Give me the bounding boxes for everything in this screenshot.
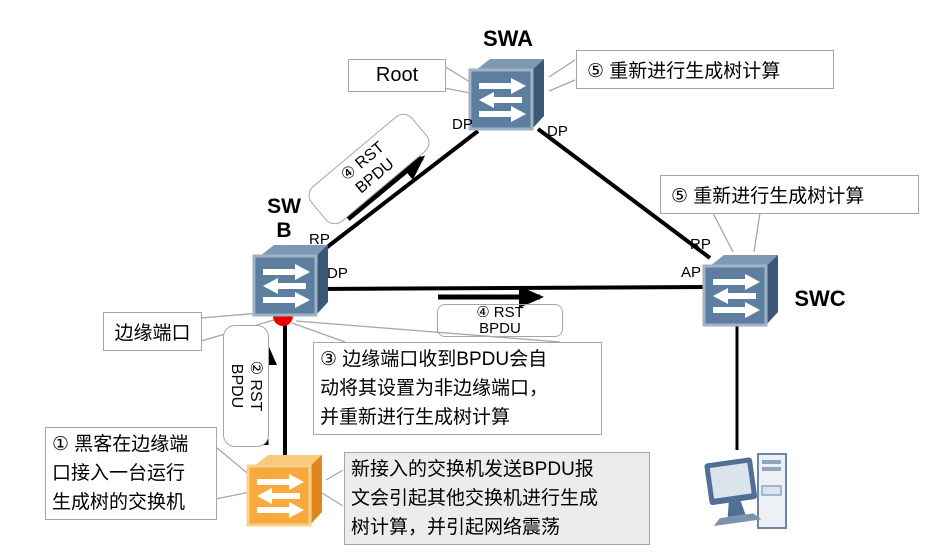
link-swa-swc (536, 127, 712, 260)
callout-line (325, 469, 344, 481)
swb-port-rp: RP (309, 231, 330, 248)
link-swa-swb (320, 129, 480, 253)
callout-line (210, 491, 251, 501)
callout-line (548, 59, 576, 78)
swc-port-ap: AP (681, 264, 702, 281)
swc-switch-icon (700, 250, 784, 330)
root-label: Root (348, 59, 446, 92)
swc-name: SWC (794, 286, 846, 311)
swc-port-rp: RP (690, 236, 711, 253)
callout-line (321, 492, 344, 507)
step4-horizontal-label: ④ RST BPDU (437, 304, 563, 337)
swb-port-dp: DP (327, 265, 348, 282)
arrow-rst-bpdu-diagonal (346, 155, 426, 221)
swb-name: SW B (267, 195, 301, 242)
callout-line (443, 87, 471, 94)
callout-line (712, 212, 734, 253)
callout-line (295, 320, 561, 343)
swa-port-dp-right: DP (547, 123, 568, 140)
swa-port-dp-left: DP (452, 116, 473, 133)
step1-callout: ① 黑客在边缘端 口接入一台运行 生成树的交换机 (45, 427, 217, 520)
swa-name: SWA (482, 26, 534, 51)
callout-line (210, 442, 253, 478)
step2-label: ② RST BPDU (223, 325, 269, 447)
step5-swa-callout: ⑤ 重新进行生成树计算 (576, 50, 834, 89)
step5-swc-callout: ⑤ 重新进行生成树计算 (660, 175, 919, 214)
rogue-switch-icon (244, 450, 328, 530)
pc-icon (703, 453, 787, 529)
step3-callout: ③ 边缘端口收到BPDU会自 动将其设置为非边缘端口， 并重新进行生成树计算 (313, 342, 602, 435)
rogue-switch-note: 新接入的交换机发送BPDU报 文会引起其他交换机进行生成 树计算，并引起网络震荡 (344, 452, 650, 545)
link-swb-swc (315, 285, 709, 291)
swa-switch-icon (466, 54, 550, 134)
callout-line (548, 79, 576, 92)
callout-line (443, 65, 471, 83)
callout-line (291, 322, 346, 343)
callout-line (753, 212, 761, 253)
edge-port-callout: 边缘端口 (103, 312, 202, 351)
swb-switch-icon (250, 240, 334, 320)
